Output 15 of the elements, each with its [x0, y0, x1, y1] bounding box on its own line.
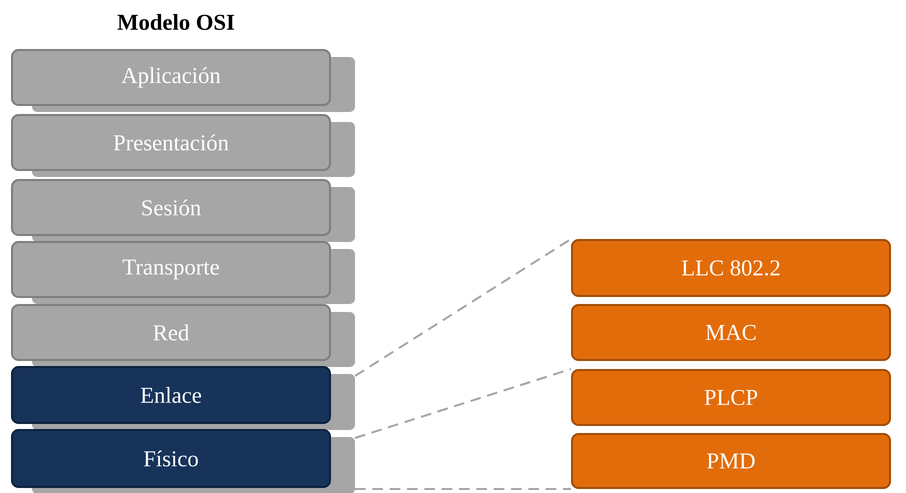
sublayer-box: PMD [571, 433, 891, 489]
sublayer-box: LLC 802.2 [571, 239, 891, 297]
dashed-line [355, 488, 571, 490]
layer-box: Red [11, 304, 355, 367]
layer-box: Aplicación [11, 49, 355, 112]
layer-box: Transporte [11, 241, 355, 304]
layer-box: Físico [11, 429, 355, 493]
sublayer-box: MAC [571, 304, 891, 361]
layer-box: Enlace [11, 366, 355, 430]
layer-box: Presentación [11, 114, 355, 177]
dashed-line [354, 238, 572, 377]
title: Modelo OSI [118, 14, 234, 30]
sublayer-box: PLCP [571, 369, 891, 426]
layer-box: Sesión [11, 179, 355, 242]
dashed-line [354, 368, 572, 439]
